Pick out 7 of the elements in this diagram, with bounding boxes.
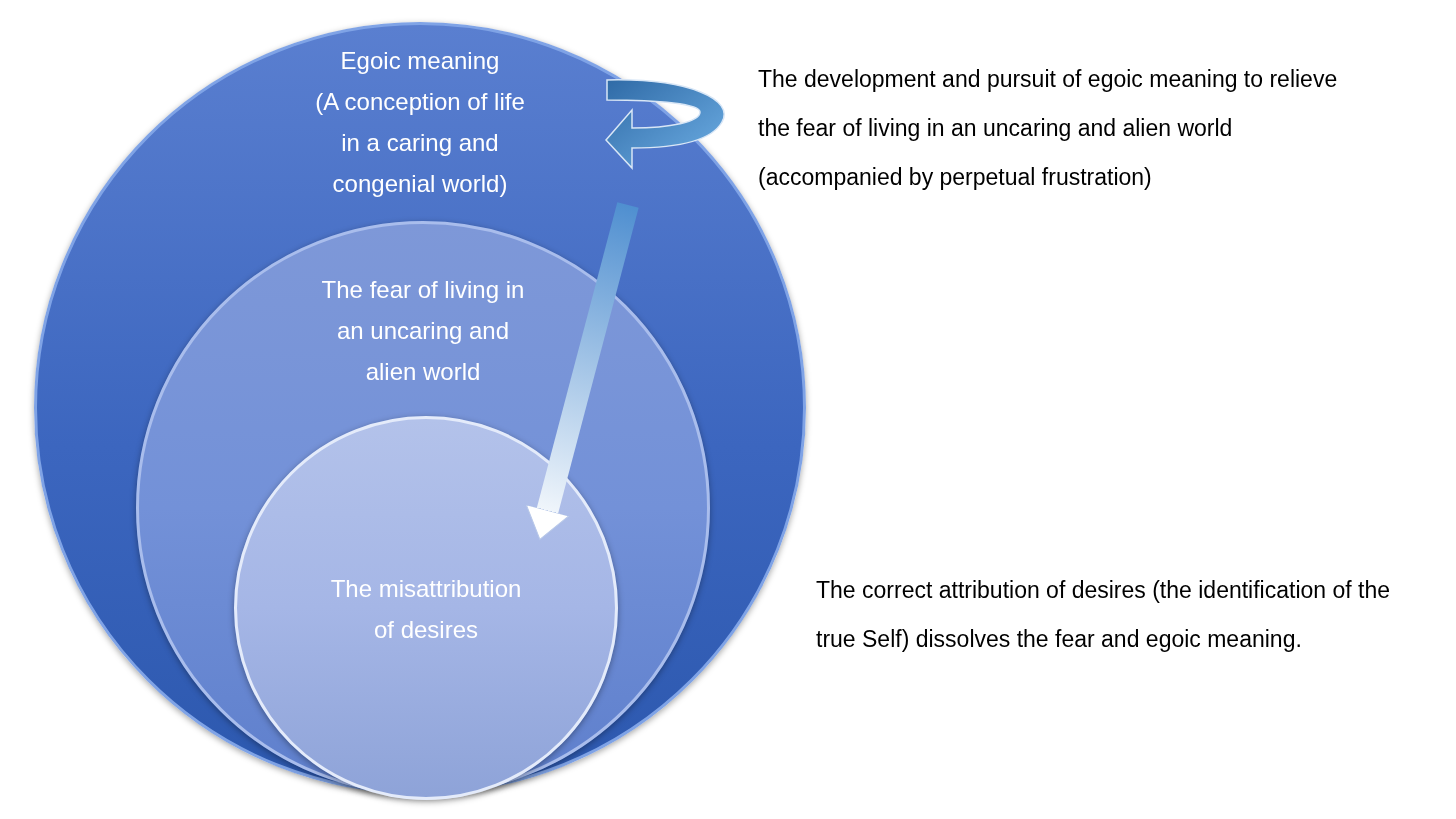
note-text: The correct attribution of desires (the identification of the true Self) dissolves the fear and egoic meaning. <box>816 576 1392 654</box>
arrow <box>525 202 639 540</box>
note-text: The development and pursuit of egoic meaning to relieve the fear of living in an uncaring and alien world (accompanied by perpetual frustration) <box>758 65 1339 192</box>
circle-heading: Egoic meaning <box>339 46 501 76</box>
circle-text: The fear of living in an uncaring and alien world <box>320 275 526 387</box>
circle-text: (A conception of life in a caring and congenial world) <box>314 87 526 199</box>
circle-text: The misattribution of desires <box>329 574 523 645</box>
